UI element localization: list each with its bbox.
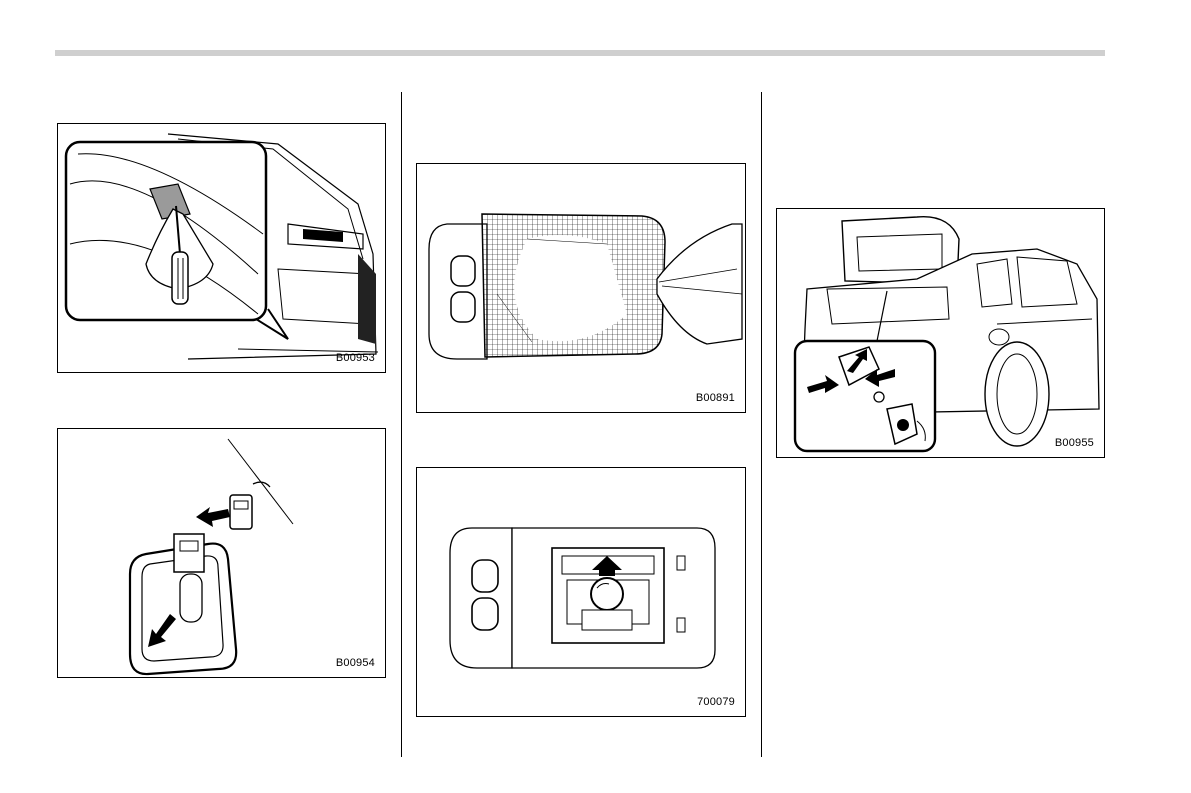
arrow-icon	[196, 507, 230, 527]
map-light-bulb-illustration	[417, 468, 747, 718]
figure-door-lens-removal: B00953	[57, 123, 386, 373]
trunk-light-illustration	[777, 209, 1106, 459]
header-rule	[55, 50, 1105, 56]
figure-map-light-bulb: 700079	[416, 467, 746, 717]
figure-trunk-light-bulb: B00955	[776, 208, 1105, 458]
figure-code: 700079	[697, 696, 735, 708]
figure-door-bulb-connector: B00954	[57, 428, 386, 678]
figure-map-light-lens-removal: B00891	[416, 163, 746, 413]
bulb-connector-illustration	[58, 429, 387, 679]
figure-code: B00953	[336, 352, 375, 364]
figure-code: B00891	[696, 392, 735, 404]
column-divider-2	[761, 92, 762, 757]
door-lens-illustration	[58, 124, 387, 374]
figure-code: B00955	[1055, 437, 1094, 449]
column-divider-1	[401, 92, 402, 757]
cloth-icon	[657, 224, 742, 344]
map-light-lens-illustration	[417, 164, 747, 414]
figure-code: B00954	[336, 657, 375, 669]
